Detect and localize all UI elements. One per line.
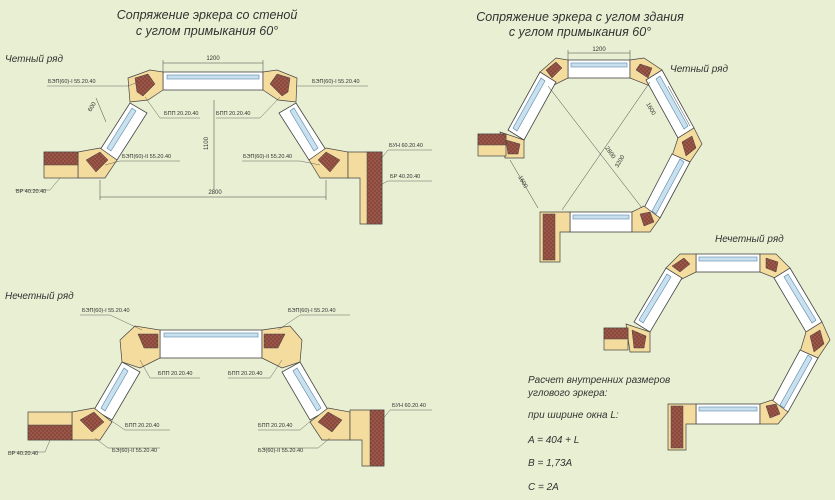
label-bep-i-left-even: БЭП(60)-I 55.20.40 <box>48 79 96 85</box>
calc-formula-a: A = 404 + L <box>527 435 579 446</box>
row-label-even-left: Четный ряд <box>5 54 64 65</box>
row-label-even-right: Четный ряд <box>670 64 729 75</box>
dim-1100-top-left: 1100 <box>204 136 210 150</box>
label-bpp-right-even: БПП 20.20.40 <box>216 111 250 117</box>
calc-line-3: при ширине окна L: <box>528 410 619 421</box>
label-bep-i-left-odd: БЭП(60)-I 55.20.40 <box>82 308 130 314</box>
label-br-left-even: БР 40.20.40 <box>16 189 46 195</box>
title-left-line2: с углом примыкания 60° <box>136 24 278 38</box>
top-left-even-row-drawing: Четный ряд 1200 600 1100 <box>5 54 432 225</box>
calc-formula-b: B = 1,73A <box>528 458 573 469</box>
label-bpp-right-odd: БПП 20.20.40 <box>228 371 262 377</box>
calc-formula-c: C = 2A <box>528 482 559 493</box>
label-be-ii-right-odd: БЭ(60)-II 55.20.40 <box>258 448 303 454</box>
calculation-notes: Расчет внутренних размеров углового эрке… <box>527 375 670 493</box>
label-be-ii-left-odd: БЭ(60)-II 55.20.40 <box>112 448 157 454</box>
label-bpp-low-left-odd: БПП 20.20.40 <box>125 423 159 429</box>
label-bpp-left-odd: БПП 20.20.40 <box>158 371 192 377</box>
label-bep-i-right-odd: БЭП(60)-I 55.20.40 <box>288 308 336 314</box>
dim-600-top-left: 600 <box>88 101 99 113</box>
bottom-left-odd-row-drawing: Нечетный ряд БЭП(60)-I 55.20.40 БЭП(60)-… <box>5 291 432 467</box>
dim-1200-top-right: 1200 <box>592 47 606 53</box>
bottom-right-odd-row-drawing: Нечетный ряд <box>603 234 831 451</box>
calc-line-2: углового эркера: <box>527 388 608 399</box>
label-bpp-low-right-odd: БПП 20.20.40 <box>258 423 292 429</box>
row-label-odd-left: Нечетный ряд <box>5 291 74 302</box>
dim-2800-top-left: 2800 <box>208 190 222 196</box>
label-br-right-even: БР 40.20.40 <box>390 174 420 180</box>
title-left-line1: Сопряжение эркера со стеной <box>117 8 298 22</box>
label-bep-ii-left-even: БЭП(60)-II 55.20.40 <box>122 154 171 160</box>
dim-1600-left-right: 1600 <box>516 175 528 190</box>
title-right-line1: Сопряжение эркера с углом здания <box>476 10 684 24</box>
label-bep-ii-right-even: БЭП(60)-II 55.20.40 <box>243 154 292 160</box>
dim-2800-top-right: 2800 <box>603 146 616 161</box>
title-right-line2: с углом примыкания 60° <box>509 25 651 39</box>
dim-1200-top-left: 1200 <box>206 56 220 62</box>
row-label-odd-right: Нечетный ряд <box>715 234 784 245</box>
dim-1600-top-right: 1600 <box>644 102 656 117</box>
calc-line-1: Расчет внутренних размеров <box>528 375 670 386</box>
top-right-even-row-drawing: Четный ряд 1200 <box>477 47 729 263</box>
label-bpp-left-even: БПП 20.20.40 <box>164 111 198 117</box>
label-bep-i-right-even: БЭП(60)-I 55.20.40 <box>312 79 360 85</box>
label-bun-odd: БУН 60.20.40 <box>392 403 426 409</box>
label-br-odd: БР 40.20.40 <box>8 451 38 457</box>
label-bun-even: БУН 60.20.40 <box>389 143 423 149</box>
